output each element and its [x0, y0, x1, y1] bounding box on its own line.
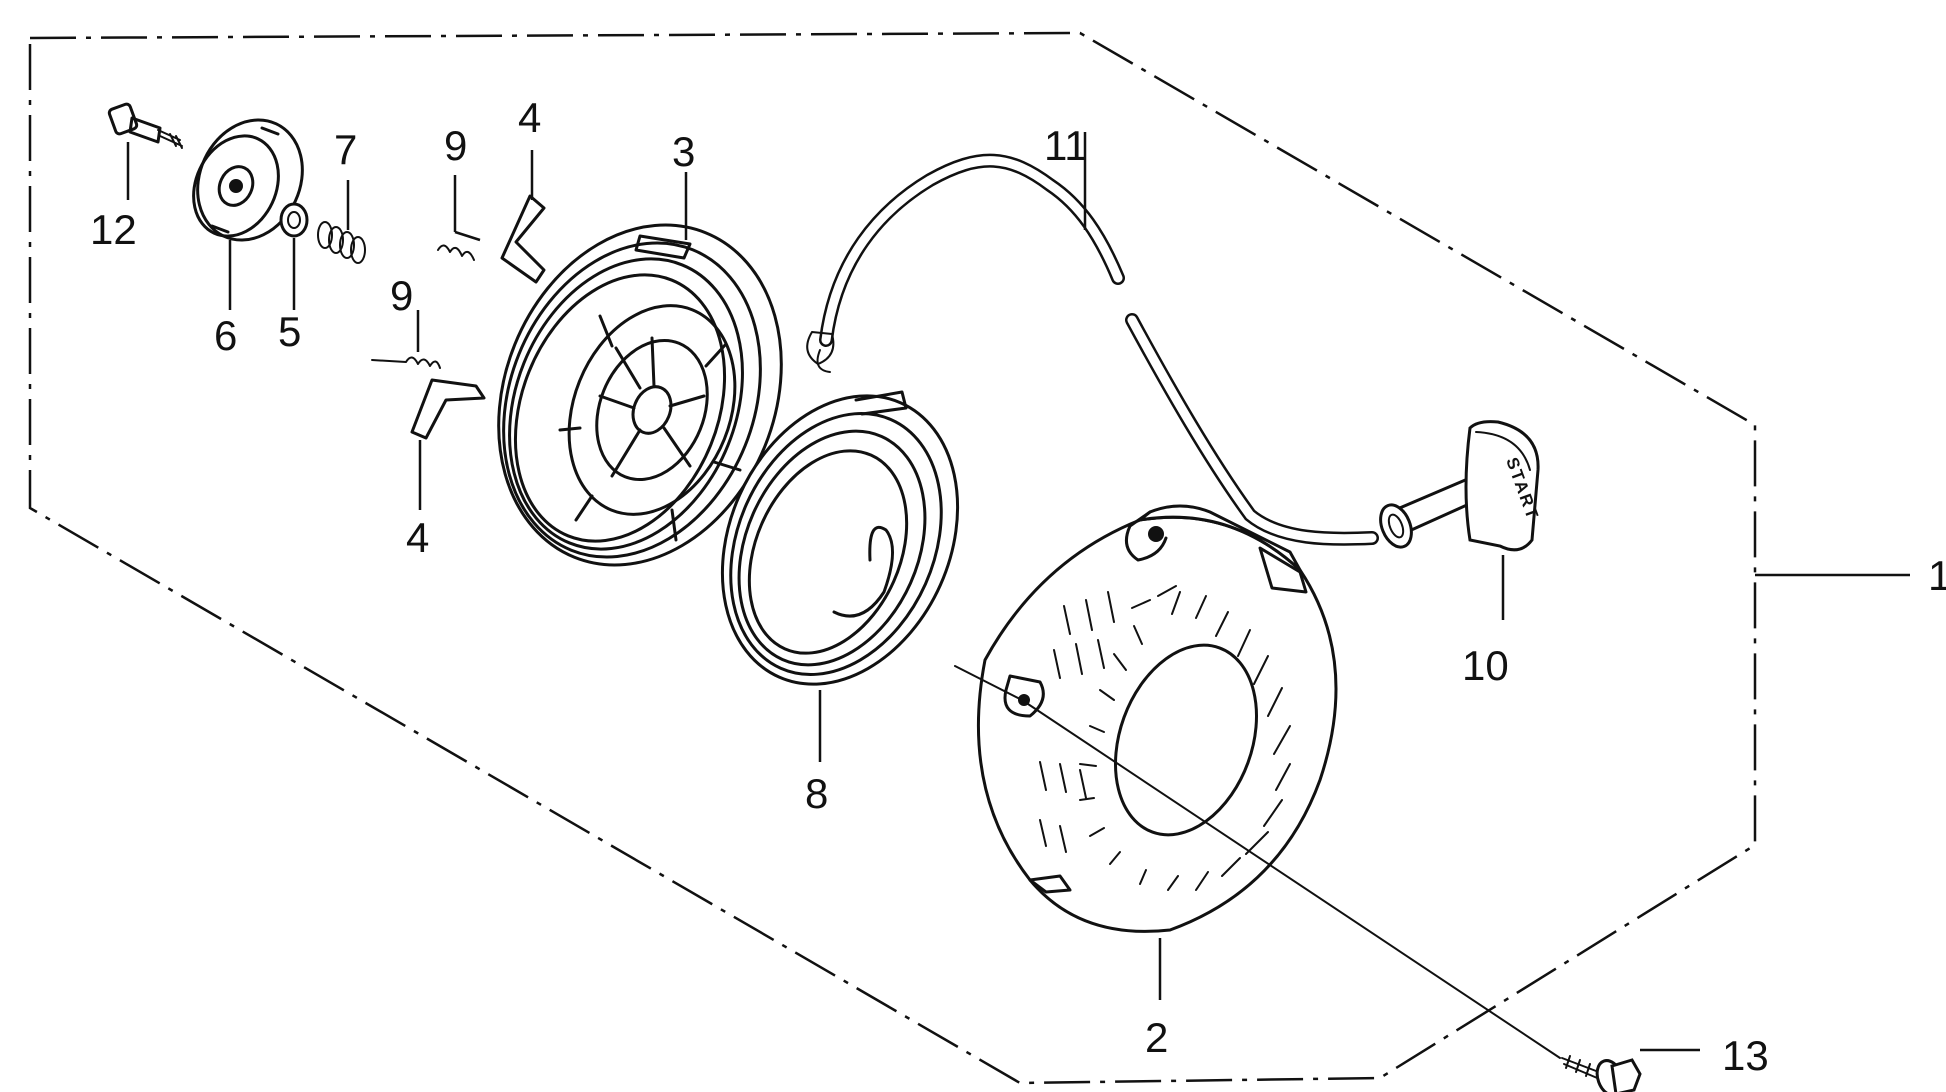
callout-7: 7: [334, 126, 357, 173]
callout-12: 12: [90, 206, 137, 253]
callout-10: 10: [1462, 642, 1509, 689]
part-11-rope: [806, 132, 1379, 546]
callout-2: 2: [1145, 1014, 1168, 1061]
callout-1: 1: [1928, 552, 1946, 599]
callout-8: 8: [805, 770, 828, 817]
part-6-ratchet: [192, 118, 304, 310]
callout-3: 3: [672, 128, 695, 175]
part-13-flange-bolt: [1561, 1048, 1700, 1092]
part-10-handle: START: [1379, 420, 1542, 620]
part-5-washer: [279, 202, 309, 310]
part-12-bolt: [107, 102, 183, 200]
part-9-spring-lower: [371, 310, 441, 369]
part-8-spiral-spring: [720, 390, 960, 762]
part-9-spring-upper: [437, 175, 481, 261]
part-7-spring: [317, 180, 366, 264]
callout-6: 6: [214, 312, 237, 359]
callout-labels: 1 2 3 4 4 5 6 7 8 9 9 10 11 12 13: [90, 94, 1946, 1079]
callout-5: 5: [278, 308, 301, 355]
callout-9-lower: 9: [390, 272, 413, 319]
callout-4-upper: 4: [518, 94, 541, 141]
callout-9-upper: 9: [444, 122, 467, 169]
part-4-pawl-upper: [500, 150, 546, 284]
callout-4-lower: 4: [406, 514, 429, 561]
assembly-boundary: [28, 31, 1757, 1085]
part-4-pawl-lower: [410, 378, 486, 510]
callout-13: 13: [1722, 1032, 1769, 1079]
part-2-starter-cover: [976, 504, 1338, 1000]
callout-11: 11: [1044, 122, 1088, 169]
part-3-reel: [497, 172, 783, 567]
